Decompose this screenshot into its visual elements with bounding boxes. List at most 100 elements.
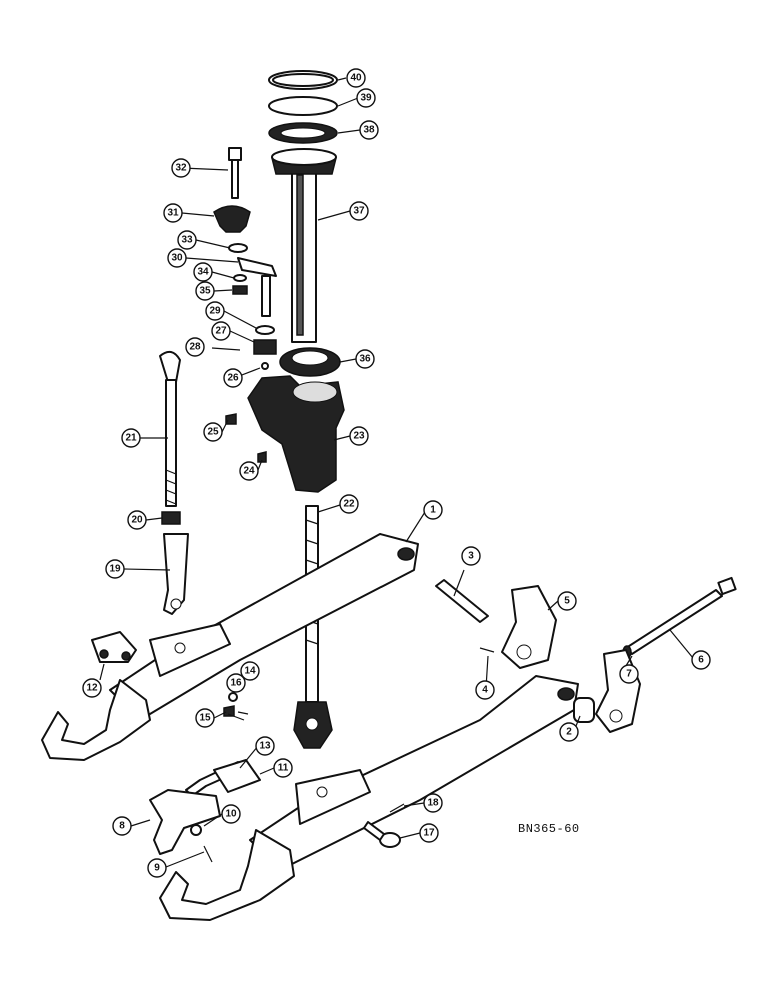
- callout-10-label: 10: [225, 809, 237, 820]
- callout-16-label: 16: [230, 678, 242, 689]
- part-20-nut: [161, 511, 181, 525]
- part-39-snap-ring: [268, 96, 338, 116]
- part-31-knob: [213, 205, 251, 233]
- callout-16: 16: [226, 673, 246, 693]
- part-11-block: [213, 759, 261, 793]
- callout-17-label: 17: [423, 828, 435, 839]
- callout-9: 9: [147, 858, 167, 878]
- part-12-bracket: [91, 631, 137, 663]
- callout-36-label: 36: [359, 354, 371, 365]
- callout-15-label: 15: [199, 713, 211, 724]
- callout-27-label: 27: [215, 326, 227, 337]
- callout-37: 37: [349, 201, 369, 221]
- callout-22-label: 22: [343, 499, 355, 510]
- callout-14-label: 14: [244, 666, 256, 677]
- callout-28-label: 28: [189, 342, 201, 353]
- callout-30: 30: [167, 248, 187, 268]
- callout-3-label: 3: [468, 551, 474, 562]
- callout-32-label: 32: [175, 163, 187, 174]
- callout-29-label: 29: [209, 306, 221, 317]
- callout-21-label: 21: [125, 433, 137, 444]
- callout-25-label: 25: [207, 427, 219, 438]
- callout-25: 25: [203, 422, 223, 442]
- callout-17: 17: [419, 823, 439, 843]
- drawing-code: BN365-60: [518, 822, 580, 836]
- callout-5: 5: [557, 591, 577, 611]
- part-lower-link-right: [159, 675, 579, 921]
- part-6-long-bolt: [625, 576, 737, 655]
- part-4-cotter-pin: [479, 647, 495, 653]
- part-25-fitting: [225, 413, 237, 425]
- part-19-clevis: [163, 533, 189, 615]
- part-38-washer: [268, 122, 338, 144]
- callout-7: 7: [619, 664, 639, 684]
- callout-12: 12: [82, 678, 102, 698]
- callout-39: 39: [356, 88, 376, 108]
- leader-lines: [99, 77, 694, 868]
- callout-13: 13: [255, 736, 275, 756]
- callout-5-label: 5: [564, 596, 570, 607]
- part-36-bearing: [279, 347, 341, 377]
- callout-18-label: 18: [427, 798, 439, 809]
- callout-24: 24: [239, 461, 259, 481]
- callout-35: 35: [195, 281, 215, 301]
- callout-12-label: 12: [86, 683, 98, 694]
- callout-8-label: 8: [119, 821, 125, 832]
- callout-35-label: 35: [199, 286, 211, 297]
- part-3-pin: [435, 579, 489, 623]
- callout-31-label: 31: [167, 208, 179, 219]
- part-8-hook: [149, 789, 221, 855]
- callout-10: 10: [221, 804, 241, 824]
- callout-23: 23: [349, 426, 369, 446]
- part-23-housing: [247, 375, 345, 493]
- callout-38-label: 38: [363, 125, 375, 136]
- part-26-ball: [261, 362, 269, 370]
- part-2-bushing: [573, 697, 595, 723]
- part-18-pin: [389, 803, 405, 813]
- callout-19: 19: [105, 559, 125, 579]
- callout-30-label: 30: [171, 253, 183, 264]
- callout-3: 3: [461, 546, 481, 566]
- callout-8: 8: [112, 816, 132, 836]
- callout-13-label: 13: [259, 741, 271, 752]
- part-24-fitting: [257, 451, 267, 463]
- part-37-shaft: [271, 148, 337, 343]
- callout-7-label: 7: [626, 669, 632, 680]
- part-16-pin: [237, 711, 249, 715]
- part-7-bracket: [595, 649, 641, 733]
- callout-38: 38: [359, 120, 379, 140]
- callout-20: 20: [127, 510, 147, 530]
- part-1-lower-link: [41, 533, 419, 761]
- callout-11: 11: [273, 758, 293, 778]
- callout-29: 29: [205, 301, 225, 321]
- callout-33: 33: [177, 230, 197, 250]
- callout-20-label: 20: [131, 515, 143, 526]
- part-9-pin: [203, 845, 213, 863]
- callout-23-label: 23: [353, 431, 365, 442]
- callout-1-label: 1: [430, 505, 436, 516]
- callout-15: 15: [195, 708, 215, 728]
- part-17-pin: [363, 821, 401, 848]
- callout-1: 1: [423, 500, 443, 520]
- callout-2-label: 2: [566, 727, 572, 738]
- callout-6: 6: [691, 650, 711, 670]
- callout-32: 32: [171, 158, 191, 178]
- part-10-clip: [190, 824, 202, 836]
- callout-39-label: 39: [360, 93, 372, 104]
- callout-40-label: 40: [350, 73, 362, 84]
- part-29-washer: [255, 325, 275, 335]
- part-27-nut: [253, 339, 277, 355]
- callout-34: 34: [193, 262, 213, 282]
- callout-24-label: 24: [243, 466, 255, 477]
- callout-34-label: 34: [197, 267, 209, 278]
- callout-6-label: 6: [698, 655, 704, 666]
- callout-22: 22: [339, 494, 359, 514]
- callout-11-label: 11: [278, 763, 289, 774]
- part-30-bracket: [237, 257, 277, 317]
- part-34-washer: [233, 274, 247, 282]
- part-14-spring-clip: [228, 692, 238, 702]
- callout-37-label: 37: [353, 206, 365, 217]
- callout-26: 26: [223, 368, 243, 388]
- part-40-ring: [268, 70, 338, 90]
